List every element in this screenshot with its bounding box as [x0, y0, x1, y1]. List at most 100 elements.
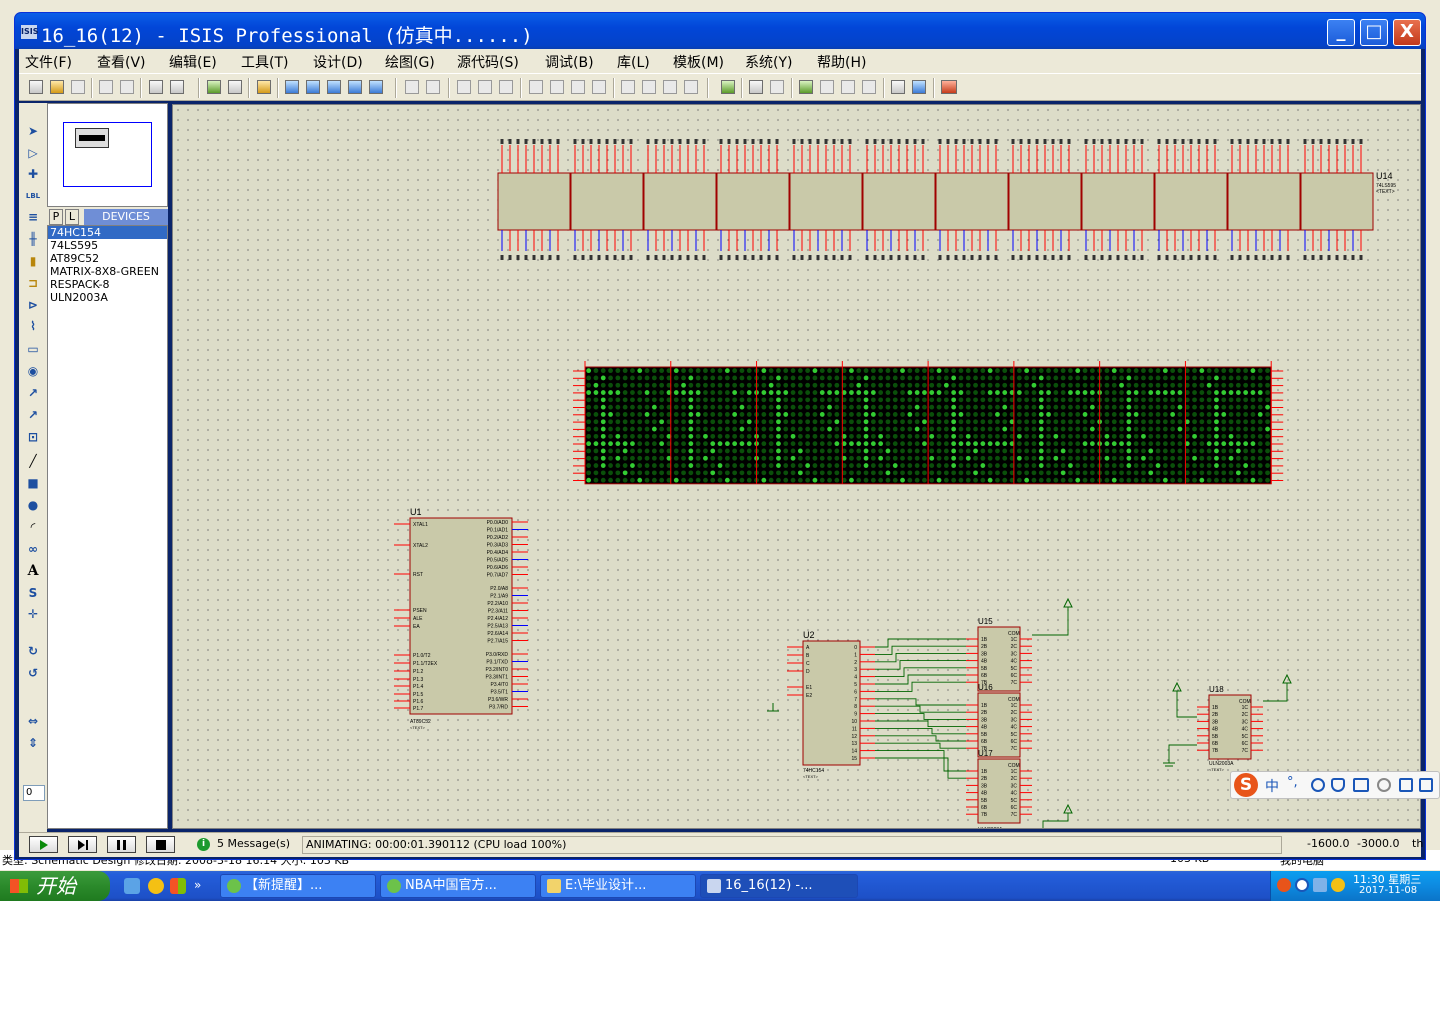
text-script-icon[interactable]: ≡ — [27, 210, 39, 224]
line-tool-icon[interactable]: ╱ — [29, 454, 37, 468]
voltage-probe-icon[interactable]: ↗ — [27, 386, 39, 400]
emoji-icon[interactable] — [1311, 778, 1325, 792]
clock-time[interactable]: 11:30 星期三 — [1353, 873, 1422, 886]
menu-design[interactable]: 设计(D) — [313, 55, 363, 71]
mirror-y-icon[interactable]: ⇕ — [27, 736, 39, 750]
path-tool-icon[interactable]: ∞ — [28, 542, 38, 556]
block-move-icon[interactable] — [550, 80, 564, 94]
copy-icon[interactable] — [478, 80, 492, 94]
rotate-cw-icon[interactable]: ↻ — [27, 644, 39, 658]
device-item[interactable]: 74HC154 — [48, 226, 167, 239]
package-tool-icon[interactable] — [663, 80, 677, 94]
virtual-instrument-icon[interactable]: ⊡ — [27, 430, 39, 444]
decompose-icon[interactable] — [684, 80, 698, 94]
stop-button[interactable] — [146, 836, 175, 853]
junction-dot-icon[interactable]: ✚ — [27, 167, 39, 181]
ie-icon[interactable] — [124, 878, 140, 894]
electrical-check-icon[interactable] — [912, 80, 926, 94]
current-probe-icon[interactable]: ↗ — [27, 408, 39, 422]
menu-system[interactable]: 系统(Y) — [745, 55, 793, 71]
keyboard-icon[interactable] — [1353, 778, 1369, 792]
voice-icon[interactable] — [1331, 778, 1345, 792]
menu-tools[interactable]: 工具(T) — [241, 55, 289, 71]
start-button[interactable]: 开始 — [0, 871, 110, 901]
ime-punct-toggle[interactable]: °, — [1287, 775, 1298, 790]
device-item[interactable]: RESPACK-8 — [50, 278, 110, 291]
ares-netlist-icon[interactable] — [941, 80, 957, 94]
device-pin-icon[interactable]: ⊳ — [27, 298, 39, 312]
sogou-tray-icon[interactable] — [1277, 878, 1291, 892]
origin-icon[interactable] — [257, 80, 271, 94]
remove-sheet-icon[interactable] — [820, 80, 834, 94]
security-icon[interactable] — [1331, 878, 1345, 892]
search-tag-icon[interactable] — [749, 80, 763, 94]
zoom-in-icon[interactable] — [306, 80, 320, 94]
title-bar[interactable]: ISIS 16_16(12) - ISIS Professional (仿真中.… — [15, 13, 1425, 49]
menu-debug[interactable]: 调试(B) — [545, 55, 594, 71]
user-icon[interactable] — [1377, 778, 1391, 792]
task-button[interactable]: NBA中国官方... — [380, 874, 536, 898]
tape-recorder-icon[interactable]: ▭ — [27, 342, 39, 356]
menu-edit[interactable]: 编辑(E) — [169, 55, 217, 71]
wire-autorouter-icon[interactable] — [721, 80, 735, 94]
skin-icon[interactable] — [1399, 778, 1413, 792]
text-tool-icon[interactable]: A — [27, 563, 39, 579]
clock-date[interactable]: 2017-11-08 — [1359, 885, 1418, 896]
messages-count[interactable]: 5 Message(s) — [217, 837, 291, 850]
device-list[interactable]: 74HC154 74LS595 AT89C52 MATRIX-8X8-GREEN… — [47, 225, 168, 829]
quicklaunch-chevron-icon[interactable]: » — [194, 878, 202, 892]
exit-to-parent-icon[interactable] — [862, 80, 876, 94]
menu-source[interactable]: 源代码(S) — [457, 55, 519, 71]
device-item[interactable]: 74LS595 — [50, 239, 99, 252]
redo-icon[interactable] — [426, 80, 440, 94]
pan-icon[interactable] — [285, 80, 299, 94]
close-button[interactable]: X — [1393, 19, 1421, 46]
play-button[interactable] — [29, 836, 58, 853]
zoom-area-icon[interactable] — [369, 80, 383, 94]
network-icon[interactable] — [1313, 878, 1327, 892]
graph-icon[interactable]: ⌇ — [30, 319, 36, 333]
library-manager-button[interactable]: L — [65, 209, 79, 225]
terminal-icon[interactable]: ⊐ — [27, 276, 39, 290]
rotate-ccw-icon[interactable]: ↺ — [27, 666, 39, 680]
task-button[interactable]: 16_16(12) -... — [700, 874, 858, 898]
property-tool-icon[interactable] — [770, 80, 784, 94]
block-delete-icon[interactable] — [592, 80, 606, 94]
device-item[interactable]: ULN2003A — [50, 291, 108, 304]
menu-library[interactable]: 库(L) — [617, 55, 650, 71]
task-button[interactable]: 【新提醒】... — [220, 874, 376, 898]
menu-help[interactable]: 帮助(H) — [817, 55, 867, 71]
menu-graph[interactable]: 绘图(G) — [385, 55, 435, 71]
device-item[interactable]: AT89C52 — [50, 252, 100, 265]
bus-icon[interactable]: ╫ — [29, 232, 37, 246]
wire-label-icon[interactable]: LBL — [25, 192, 41, 200]
open-file-icon[interactable] — [50, 80, 64, 94]
paste-icon[interactable] — [499, 80, 513, 94]
subcircuit-icon[interactable]: ▮ — [29, 254, 37, 268]
step-button[interactable] — [68, 836, 97, 853]
undo-icon[interactable] — [405, 80, 419, 94]
task-button[interactable]: E:\毕业设计... — [540, 874, 696, 898]
tray-expand-icon[interactable] — [1295, 878, 1309, 892]
menu-file[interactable]: 文件(F) — [25, 55, 72, 71]
maximize-button[interactable]: □ — [1360, 19, 1388, 46]
import-icon[interactable] — [99, 80, 113, 94]
cut-icon[interactable] — [457, 80, 471, 94]
arc-tool-icon[interactable]: ◜ — [30, 520, 36, 534]
rotation-angle-field[interactable]: 0 — [23, 785, 45, 801]
refresh-icon[interactable] — [207, 80, 221, 94]
circle-tool-icon[interactable]: ● — [27, 498, 39, 512]
grid-icon[interactable] — [228, 80, 242, 94]
browser-icon[interactable] — [148, 878, 164, 894]
goto-sheet-icon[interactable] — [841, 80, 855, 94]
zoom-all-icon[interactable] — [348, 80, 362, 94]
save-file-icon[interactable] — [71, 80, 85, 94]
pick-device-icon[interactable] — [621, 80, 635, 94]
pause-button[interactable] — [107, 836, 136, 853]
export-icon[interactable] — [120, 80, 134, 94]
block-rotate-icon[interactable] — [571, 80, 585, 94]
selection-mode-icon[interactable]: ➤ — [27, 124, 39, 138]
menu-template[interactable]: 模板(M) — [673, 55, 725, 71]
mirror-x-icon[interactable]: ⇔ — [27, 714, 39, 728]
